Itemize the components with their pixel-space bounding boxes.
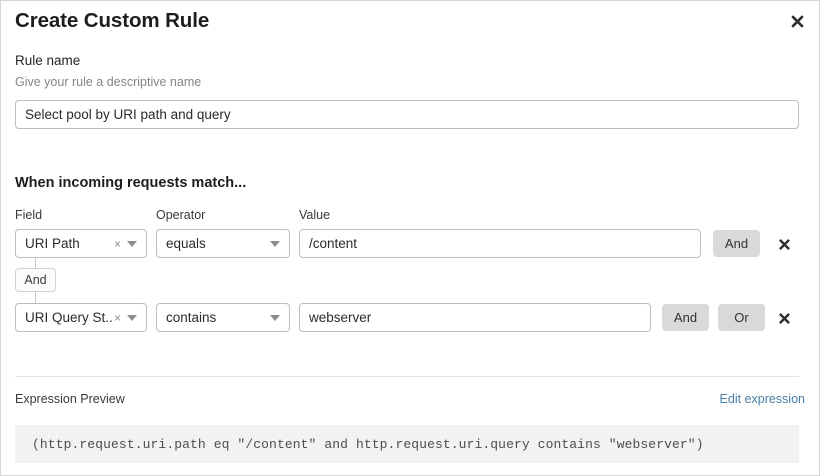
row-2-value-input[interactable]	[299, 303, 651, 332]
edit-expression-link[interactable]: Edit expression	[719, 392, 805, 406]
close-glyph	[790, 14, 804, 28]
column-header-operator: Operator	[156, 208, 206, 222]
close-icon[interactable]	[783, 7, 811, 35]
row-1-field-clear-icon[interactable]: ×	[113, 236, 121, 251]
rule-name-label: Rule name	[15, 53, 81, 68]
conditions-heading: When incoming requests match...	[15, 175, 247, 191]
row-1-operator-select[interactable]: equals	[156, 229, 290, 258]
row-2-or-button[interactable]: Or	[718, 304, 765, 331]
row-2-field-value: URI Query St...	[25, 310, 112, 325]
dialog-title: Create Custom Rule	[15, 9, 210, 32]
rule-name-input[interactable]	[15, 100, 799, 129]
chevron-down-icon[interactable]	[127, 314, 137, 321]
expression-preview-label: Expression Preview	[15, 392, 125, 406]
row-1-delete-button[interactable]	[773, 233, 795, 255]
row-2-operator-select[interactable]: contains	[156, 303, 290, 332]
row-2-and-button[interactable]: And	[662, 304, 709, 331]
row-1-and-button[interactable]: And	[713, 230, 760, 257]
chevron-down-icon[interactable]	[270, 240, 280, 247]
connector-line-bottom	[35, 291, 36, 303]
expression-preview-band: (http.request.uri.path eq "/content" and…	[15, 425, 799, 463]
rule-name-help: Give your rule a descriptive name	[15, 75, 202, 89]
column-header-field: Field	[15, 208, 43, 222]
row-1-value-input[interactable]	[299, 229, 701, 258]
row-1-field-select[interactable]: URI Path ×	[15, 229, 147, 258]
connector-line-top	[35, 258, 36, 269]
row-2-field-select[interactable]: URI Query St... ×	[15, 303, 147, 332]
row-1-operator-value: equals	[166, 236, 206, 251]
close-glyph	[778, 312, 790, 324]
expression-preview-code: (http.request.uri.path eq "/content" and…	[32, 436, 704, 452]
row-1-field-value: URI Path	[25, 236, 80, 251]
row-2-delete-button[interactable]	[773, 307, 795, 329]
section-divider	[15, 376, 799, 377]
row-2-field-clear-icon[interactable]: ×	[113, 310, 121, 325]
chevron-down-icon[interactable]	[270, 314, 280, 321]
chevron-down-icon[interactable]	[127, 240, 137, 247]
row-2-operator-value: contains	[166, 310, 217, 325]
column-header-value: Value	[299, 208, 331, 222]
group-connector-and-chip[interactable]: And	[15, 268, 56, 292]
close-glyph	[778, 238, 790, 250]
